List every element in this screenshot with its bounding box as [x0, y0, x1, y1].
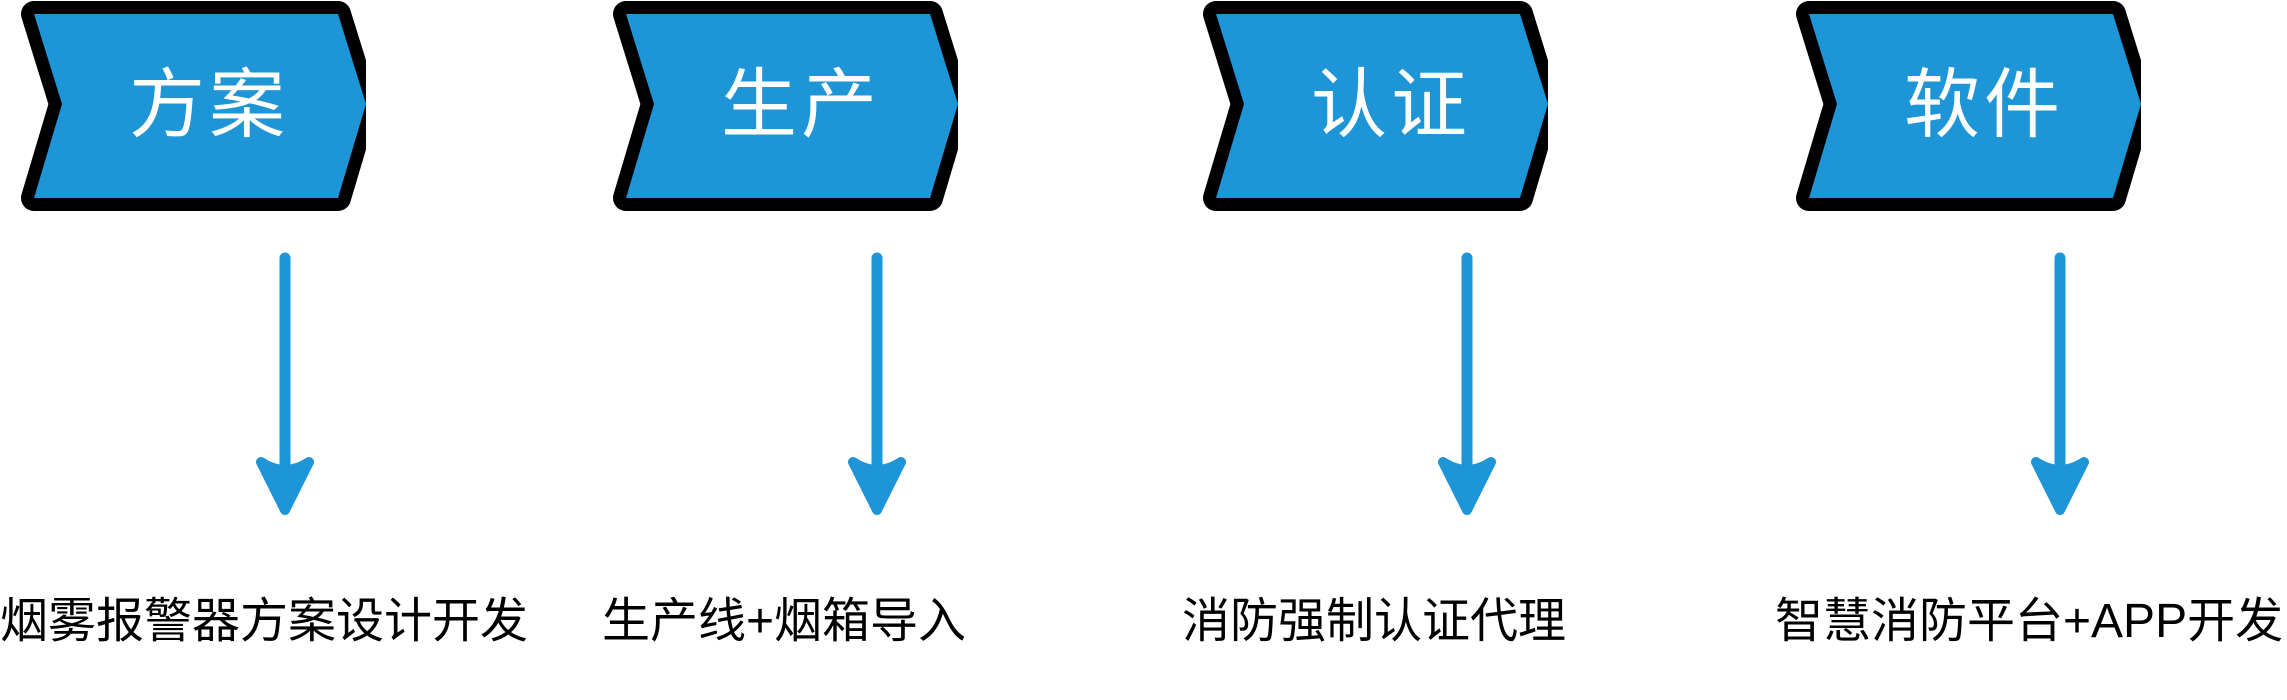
- stage-caption: 烟雾报警器方案设计开发: [0, 595, 529, 648]
- stage-chevron-banner[interactable]: 软件: [1793, 0, 2141, 215]
- process-stage-1: 方案 烟雾报警器方案设计开发: [0, 0, 528, 700]
- stage-connector-arrow: [2020, 252, 2100, 518]
- stage-caption: 智慧消防平台+APP开发: [1775, 595, 2284, 648]
- process-stage-3: 认证 消防强制认证代理: [1182, 0, 1566, 700]
- stage-caption: 消防强制认证代理: [1182, 595, 1567, 648]
- process-stage-2: 生产 生产线+烟箱导入: [602, 0, 966, 700]
- process-stage-4: 软件 智慧消防平台+APP开发: [1775, 0, 2283, 700]
- chevron-shape-icon: [610, 0, 958, 215]
- down-arrow-icon: [2031, 252, 2089, 515]
- chevron-shape-icon: [1200, 0, 1548, 215]
- stage-chevron-banner[interactable]: 认证: [1200, 0, 1548, 215]
- down-arrow-icon: [256, 252, 314, 515]
- down-arrow-icon: [848, 252, 906, 515]
- stage-connector-arrow: [1427, 252, 1507, 518]
- stage-connector-arrow: [245, 252, 325, 518]
- chevron-shape-icon: [1793, 0, 2141, 215]
- down-arrow-icon: [1438, 252, 1496, 515]
- chevron-shape-icon: [18, 0, 366, 215]
- stage-chevron-banner[interactable]: 方案: [18, 0, 366, 215]
- stage-caption: 生产线+烟箱导入: [601, 595, 967, 648]
- stage-connector-arrow: [837, 252, 917, 518]
- stage-chevron-banner[interactable]: 生产: [610, 0, 958, 215]
